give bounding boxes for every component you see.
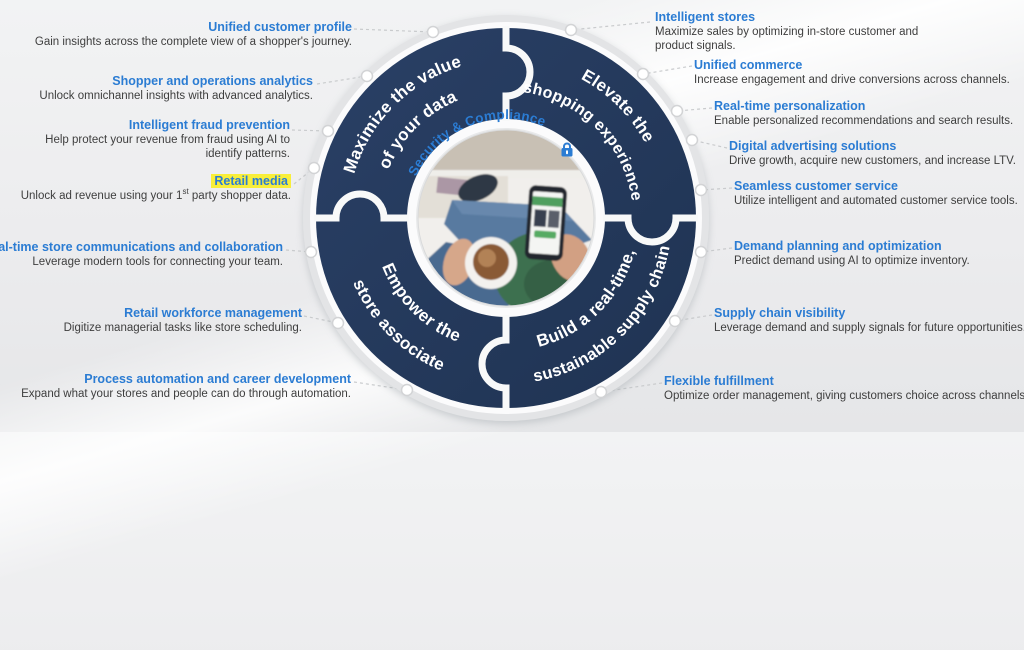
item-title: Shopper and operations analytics (112, 74, 313, 88)
item-title: Intelligent fraud prevention (128, 118, 290, 132)
item-desc: Unlock omnichannel insights with advance… (39, 90, 313, 102)
left-item-process-automation: Process automation and career developmen… (21, 372, 351, 401)
left-item-unified-customer-profile: Unified customer profile Gain insights a… (35, 20, 352, 49)
item-title: Seamless customer service (734, 179, 898, 193)
item-desc: Maximize sales by optimizing in-store cu… (655, 26, 919, 52)
right-item-seamless-customer-service: Seamless customer service Utilize intell… (734, 179, 1018, 208)
item-desc: Leverage modern tools for connecting you… (32, 256, 283, 268)
left-item-intelligent-fraud-prevention: Intelligent fraud prevention Help protec… (32, 118, 290, 161)
right-item-flexible-fulfillment: Flexible fulfillment Optimize order mana… (664, 374, 1024, 403)
item-desc: Increase engagement and drive conversion… (694, 74, 1010, 86)
retail-solution-wheel: Maximize the value of your data Elevate … (285, 15, 733, 421)
item-desc: Digitize managerial tasks like store sch… (63, 322, 302, 334)
item-desc: Unlock ad revenue using your 1st party s… (20, 187, 291, 202)
right-item-supply-chain-visibility: Supply chain visibility Leverage demand … (714, 306, 1024, 335)
item-title: Intelligent stores (655, 10, 756, 24)
item-title: Process automation and career developmen… (84, 372, 351, 386)
item-title: Demand planning and optimization (734, 239, 942, 253)
right-item-realtime-personalization: Real-time personalization Enable persona… (714, 99, 1013, 128)
left-item-retail-workforce-management: Retail workforce management Digitize man… (64, 306, 302, 335)
item-desc: Drive growth, acquire new customers, and… (729, 155, 1016, 167)
left-item-retail-media: Retail media Unlock ad revenue using you… (21, 174, 291, 203)
item-title: Unified commerce (694, 58, 803, 72)
item-title: Unified customer profile (208, 20, 352, 34)
item-desc: Gain insights across the complete view o… (34, 36, 352, 48)
item-desc: Enable personalized recommendations and … (714, 115, 1014, 127)
phone (524, 185, 567, 261)
left-item-shopper-operations-analytics: Shopper and operations analytics Unlock … (39, 74, 313, 103)
superscript-st: st (182, 187, 189, 197)
item-desc: Optimize order management, giving custom… (664, 390, 1024, 402)
lock-icon (561, 142, 573, 157)
item-desc: Leverage demand and supply signals for f… (714, 322, 1024, 334)
item-desc: Expand what your stores and people can d… (21, 388, 351, 400)
item-title: Supply chain visibility (714, 306, 846, 320)
item-title: Flexible fulfillment (664, 374, 774, 388)
item-title: Retail workforce management (124, 306, 302, 320)
right-item-demand-planning-optimization: Demand planning and optimization Predict… (734, 239, 970, 268)
item-desc: Predict demand using AI to optimize inve… (734, 255, 970, 267)
item-title-highlighted: Retail media (211, 174, 291, 188)
left-item-realtime-store-communications: Real-time store communications and colla… (0, 240, 283, 269)
item-title: Real-time store communications and colla… (0, 240, 283, 254)
item-title: Real-time personalization (714, 99, 866, 113)
right-item-digital-advertising-solutions: Digital advertising solutions Drive grow… (729, 139, 1016, 168)
item-title: Digital advertising solutions (729, 139, 897, 153)
right-item-unified-commerce: Unified commerce Increase engagement and… (694, 58, 1010, 87)
right-item-intelligent-stores: Intelligent stores Maximize sales by opt… (655, 10, 955, 53)
connector-dots (304, 23, 708, 399)
item-desc: Help protect your revenue from fraud usi… (45, 134, 290, 160)
item-desc: Utilize intelligent and automated custom… (734, 195, 1018, 207)
photo-border (417, 129, 595, 307)
